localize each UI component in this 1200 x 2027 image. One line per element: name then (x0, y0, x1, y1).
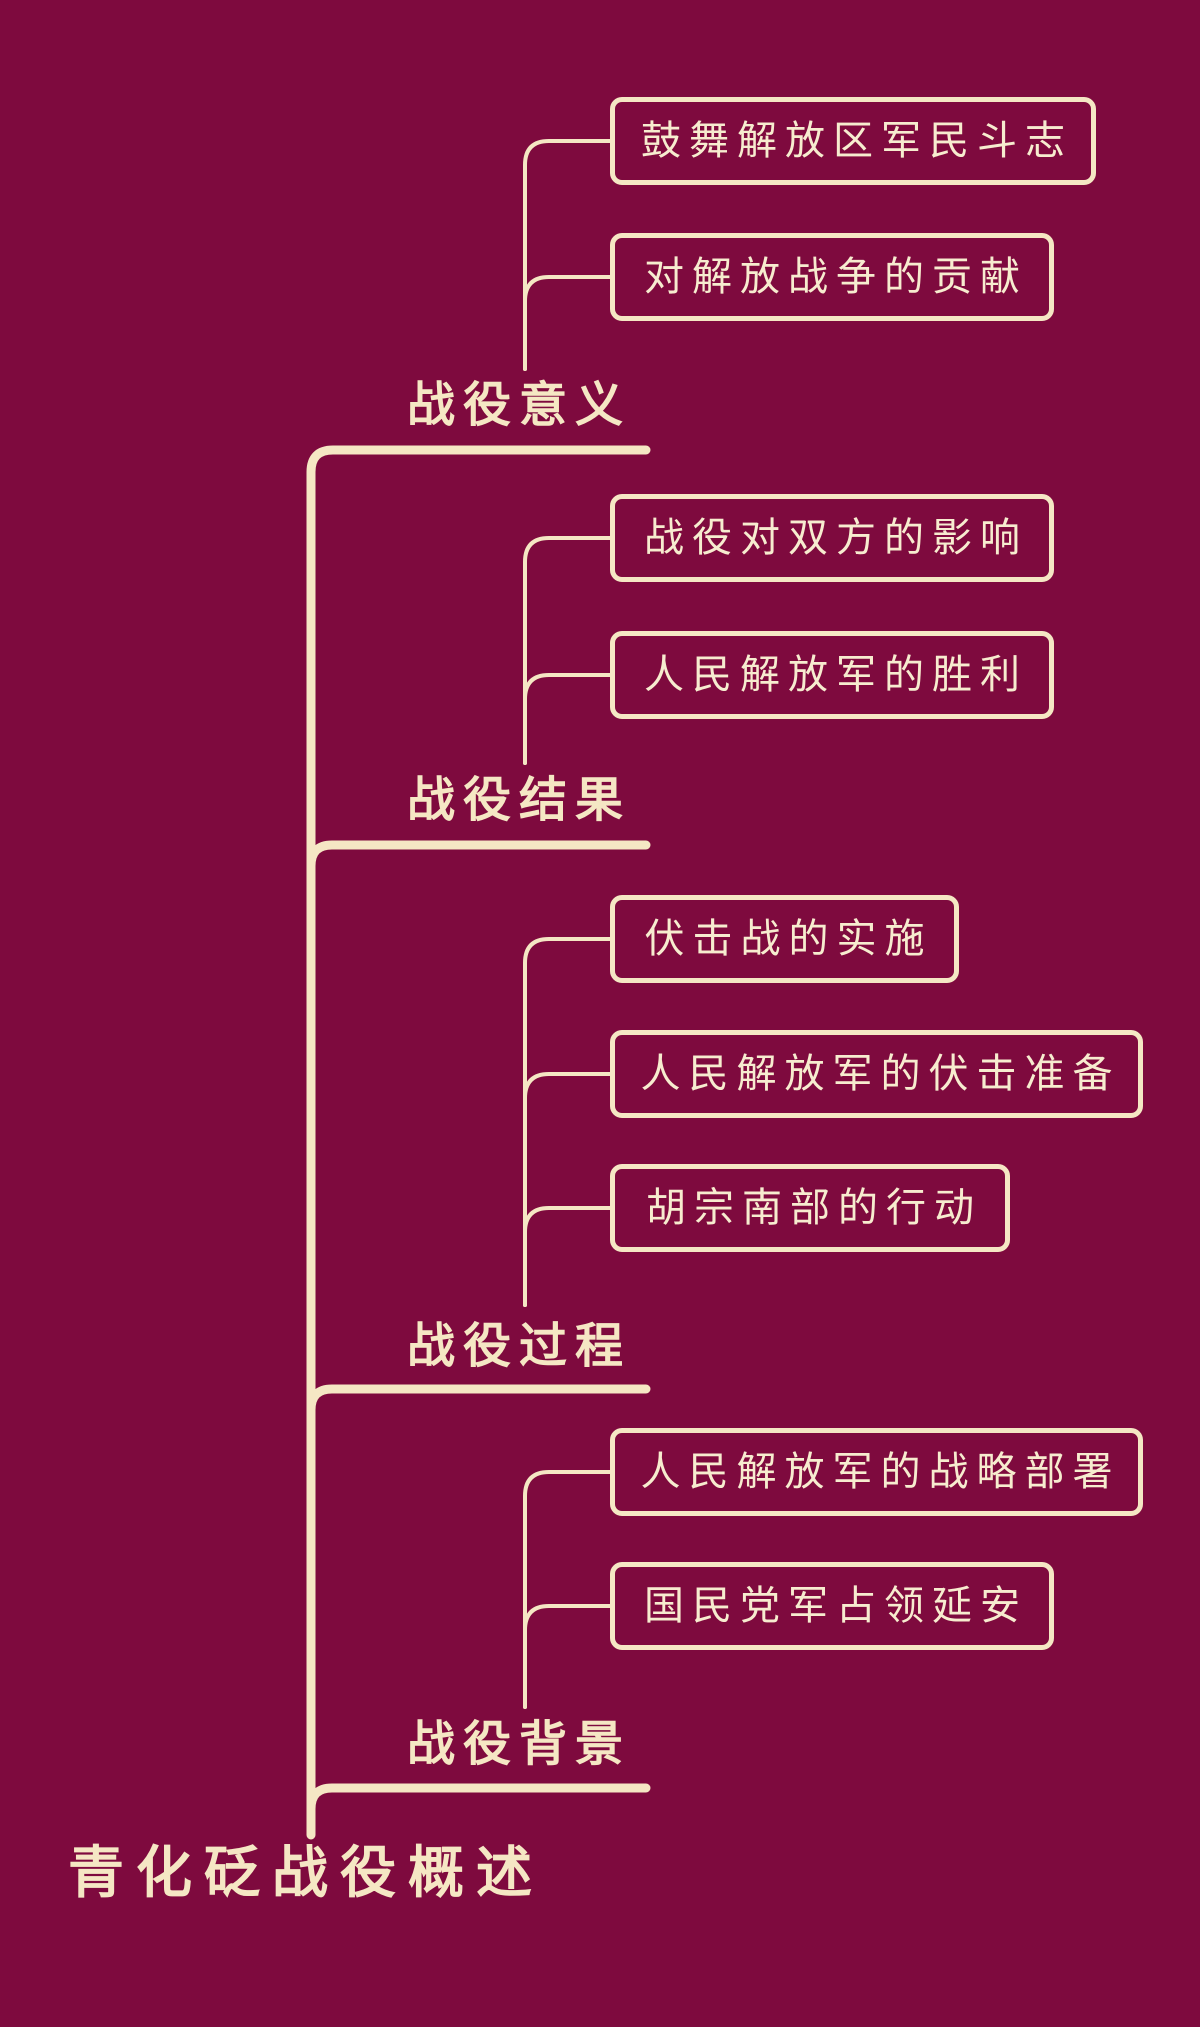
branch-label-yiyi[interactable]: 战役意义 (407, 379, 632, 432)
child-link (523, 536, 612, 765)
branch-underline-jieguo (306, 840, 651, 871)
node-box-3-1[interactable]: 国民党军占领延安 (610, 1562, 1054, 1650)
child-link (523, 275, 612, 371)
branch-label-beijing[interactable]: 战役背景 (407, 1718, 632, 1771)
branch-label-guocheng[interactable]: 战役过程 (407, 1320, 632, 1373)
child-link (523, 1604, 612, 1709)
trunk-line (306, 445, 651, 1840)
branch-underline-beijing (306, 1783, 651, 1814)
root-node-label[interactable]: 青化砭战役概述 (68, 1843, 544, 1905)
child-link (523, 1072, 612, 1307)
node-box-0-1[interactable]: 对解放战争的贡献 (610, 233, 1054, 321)
node-box-1-0[interactable]: 战役对双方的影响 (610, 494, 1054, 582)
child-link (523, 673, 612, 765)
node-box-3-0[interactable]: 人民解放军的战略部署 (610, 1428, 1143, 1516)
branch-underline-guocheng (306, 1384, 651, 1415)
node-box-2-1[interactable]: 人民解放军的伏击准备 (610, 1030, 1143, 1118)
node-box-2-0[interactable]: 伏击战的实施 (610, 895, 959, 983)
node-box-0-0[interactable]: 鼓舞解放区军民斗志 (610, 97, 1096, 185)
node-box-1-1[interactable]: 人民解放军的胜利 (610, 631, 1054, 719)
child-link (523, 1470, 612, 1709)
child-link (523, 937, 612, 1307)
branch-label-jieguo[interactable]: 战役结果 (407, 774, 632, 827)
child-link (523, 1206, 612, 1307)
child-link (523, 139, 612, 371)
node-box-2-2[interactable]: 胡宗南部的行动 (610, 1164, 1010, 1252)
